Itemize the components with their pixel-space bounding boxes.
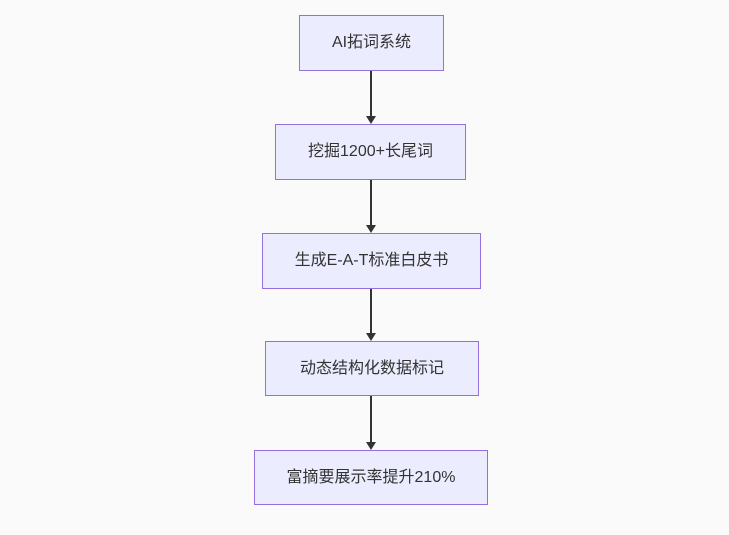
arrow-down-icon xyxy=(366,442,376,450)
edge-line-d-to-e xyxy=(370,396,372,442)
flow-node-ai-word-expansion-system: AI拓词系统 xyxy=(299,15,444,71)
flow-node-label: 挖掘1200+长尾词 xyxy=(308,143,433,160)
flow-node-mine-longtail-keywords: 挖掘1200+长尾词 xyxy=(275,124,466,180)
edge-line-b-to-c xyxy=(370,180,372,225)
flow-node-label: AI拓词系统 xyxy=(331,34,412,51)
flow-node-rich-snippet-rate-increase: 富摘要展示率提升210% xyxy=(254,450,488,505)
flow-node-label: 生成E-A-T标准白皮书 xyxy=(294,252,449,269)
flow-node-label: 富摘要展示率提升210% xyxy=(286,468,456,486)
flow-node-label: 动态结构化数据标记 xyxy=(299,359,444,377)
arrow-down-icon xyxy=(366,225,376,233)
arrow-down-icon xyxy=(366,333,376,341)
arrow-down-icon xyxy=(366,116,376,124)
flow-node-generate-eat-whitepaper: 生成E-A-T标准白皮书 xyxy=(262,233,481,289)
edge-line-c-to-d xyxy=(370,289,372,333)
flow-node-dynamic-structured-data-markup: 动态结构化数据标记 xyxy=(265,341,479,396)
edge-line-a-to-b xyxy=(370,71,372,117)
